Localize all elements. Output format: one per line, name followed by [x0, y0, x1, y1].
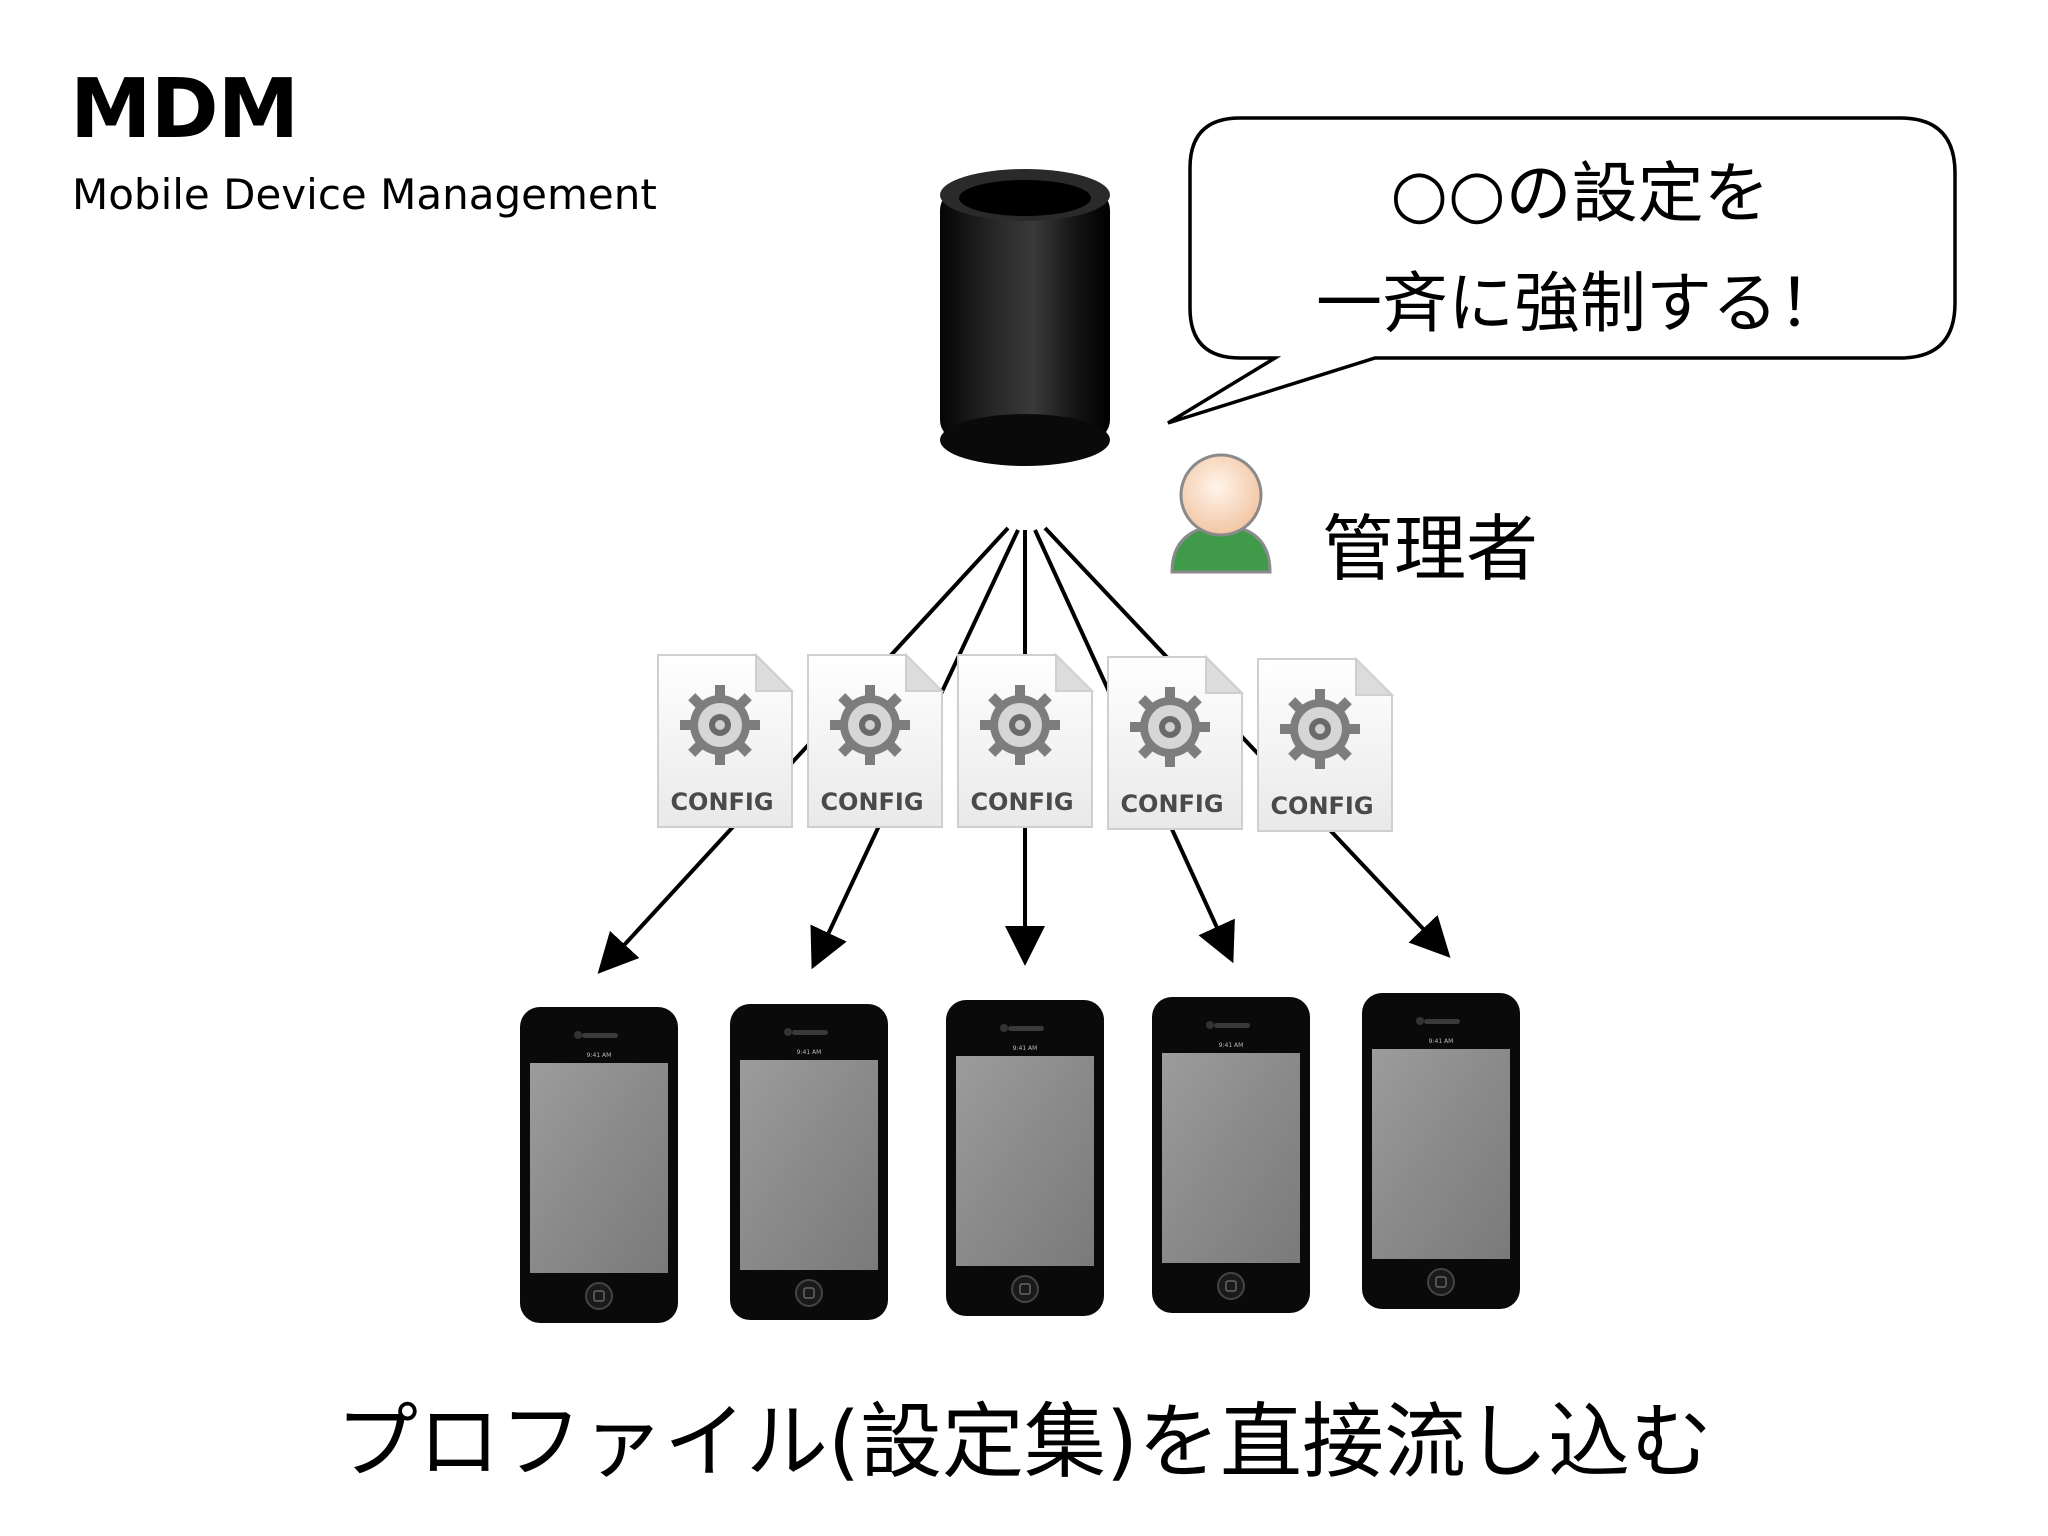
page-subtitle: Mobile Device Management [72, 170, 657, 219]
device-list: 9:41 AM 9:41 AM 9:41 AM 9: [520, 993, 1520, 1323]
config-label: CONFIG [1120, 790, 1223, 818]
status-time: 9:41 AM [797, 1049, 822, 1056]
config-profile-list: CONFIG CONFIG CONFIG CONFIG CONFIG [657, 652, 1395, 832]
diagram-caption: プロファイル(設定集)を直接流し込む [336, 1395, 1712, 1490]
status-time: 9:41 AM [1429, 1038, 1454, 1045]
status-time: 9:41 AM [587, 1052, 612, 1059]
server-icon [940, 169, 1110, 466]
person-icon [1170, 453, 1272, 574]
config-file-icon: CONFIG [957, 652, 1095, 828]
smartphone-icon: 9:41 AM [1362, 993, 1520, 1309]
speech-bubble [1167, 116, 1957, 425]
smartphone-icon: 9:41 AM [1152, 997, 1310, 1313]
config-label: CONFIG [820, 788, 923, 816]
arrow-5 [1043, 526, 1451, 958]
speech-bubble-line1: ○○の設定を [1390, 155, 1770, 232]
config-label: CONFIG [670, 788, 773, 816]
config-file-icon: CONFIG [1107, 654, 1245, 830]
config-file-icon: CONFIG [807, 652, 945, 828]
arrow-1 [597, 526, 1010, 974]
config-file-icon: CONFIG [1257, 656, 1395, 832]
admin-label: 管理者 [1322, 507, 1539, 591]
status-time: 9:41 AM [1219, 1042, 1244, 1049]
config-file-icon: CONFIG [657, 652, 795, 828]
speech-bubble-line2: 一斉に強制する！ [1316, 265, 1844, 342]
smartphone-icon: 9:41 AM [520, 1007, 678, 1323]
config-label: CONFIG [1270, 792, 1373, 820]
smartphone-icon: 9:41 AM [946, 1000, 1104, 1316]
status-time: 9:41 AM [1013, 1045, 1038, 1052]
page-title: MDM [70, 62, 299, 157]
config-label: CONFIG [970, 788, 1073, 816]
smartphone-icon: 9:41 AM [730, 1004, 888, 1320]
